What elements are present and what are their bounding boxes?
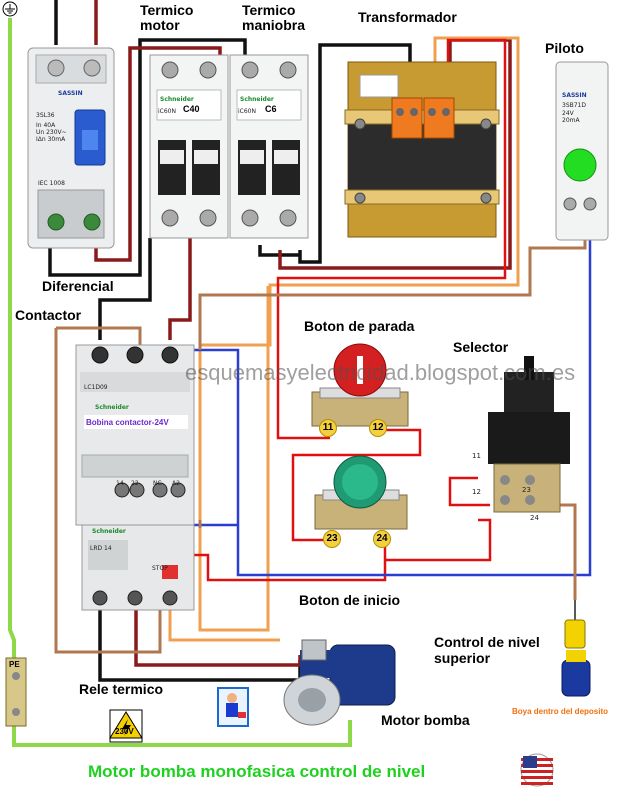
- diff-iec: IEC 1008: [38, 180, 65, 187]
- label-contactor: Contactor: [15, 307, 82, 323]
- pe-label: PE: [9, 660, 20, 669]
- contactor-brand: Schneider: [95, 404, 129, 411]
- rele-termico-device: [81, 524, 195, 611]
- c6-rating: C6: [265, 104, 277, 114]
- label-selector: Selector: [453, 339, 509, 355]
- label-boton-inicio: Boton de inicio: [299, 592, 401, 608]
- contactor-model: LC1D09: [84, 384, 108, 391]
- orange-wires: [168, 36, 520, 642]
- diff-model: 3SL36: [36, 112, 55, 119]
- selector-23: 23: [522, 486, 531, 494]
- piloto-device: [555, 61, 609, 241]
- boton-inicio-device: [314, 455, 408, 530]
- c6-brand: Schneider: [240, 96, 274, 103]
- c40-brand: Schneider: [160, 96, 194, 103]
- watermark: esquemasyelectricidad.blogspot.com.es: [185, 360, 576, 385]
- c6-model: iC60N: [238, 108, 256, 115]
- parada-terminal-12: 12: [369, 419, 387, 437]
- us-flag-icon: [520, 753, 554, 787]
- piloto-model: 3SB71D: [562, 102, 586, 109]
- piloto-spec: 24V 20mA: [562, 110, 580, 124]
- diferencial-device: [27, 47, 115, 249]
- contactor-device: [75, 344, 195, 526]
- termico-maniobra-device: [229, 54, 309, 239]
- relay-brand: Schneider: [92, 528, 126, 535]
- hazard-voltage-icon: [109, 709, 143, 743]
- transformador-device: [344, 61, 500, 238]
- contact-22: 22: [131, 480, 139, 487]
- inicio-terminal-24: 24: [373, 530, 391, 548]
- tan-wires: [54, 215, 587, 654]
- label-termico-motor: Termico motor: [140, 2, 194, 33]
- label-boton-parada: Boton de parada: [304, 318, 415, 334]
- label-control-nivel: Control de nivel superior: [434, 634, 540, 666]
- parada-terminal-11: 11: [319, 419, 337, 437]
- relay-stop: STOP: [152, 565, 168, 572]
- c40-model: iC60N: [158, 108, 176, 115]
- label-transformador: Transformador: [358, 9, 457, 25]
- ground-symbol-icon: [2, 1, 18, 17]
- voltage-sign-label: 230V: [115, 727, 134, 736]
- inicio-terminal-23: 23: [323, 530, 341, 548]
- label-diferencial: Diferencial: [42, 278, 114, 294]
- contact-a2: A2: [172, 480, 180, 487]
- label-piloto: Piloto: [545, 40, 584, 56]
- selector-device: [488, 356, 570, 513]
- page-title: Motor bomba monofasica control de nivel: [88, 762, 426, 781]
- selector-11: 11: [472, 452, 481, 460]
- worker-icon: [217, 687, 249, 727]
- c40-rating: C40: [183, 104, 200, 114]
- relay-model: LRD 14: [90, 545, 112, 552]
- label-motor-bomba: Motor bomba: [381, 712, 470, 728]
- diff-brand: SASSIN: [58, 90, 83, 97]
- piloto-brand: SASSIN: [562, 92, 587, 99]
- termico-motor-device: [149, 54, 229, 239]
- diff-spec: In 40A Un 230V~ IΔn 30mA: [36, 122, 67, 143]
- label-bobina: Bobina contactor-24V: [86, 418, 169, 427]
- contact-14: 14: [116, 480, 124, 487]
- pe-borne-device: [5, 657, 27, 727]
- boya-float-device: [561, 600, 591, 697]
- contact-nc: NC: [153, 480, 162, 487]
- label-boya: Boya dentro del deposito: [512, 707, 609, 716]
- label-termico-maniobra: Termico maniobra: [242, 2, 306, 33]
- motor-bomba-device: [283, 639, 396, 726]
- label-rele-termico: Rele termico: [79, 681, 164, 697]
- selector-12: 12: [472, 488, 481, 496]
- selector-24: 24: [530, 514, 539, 522]
- boton-parada-device: [311, 343, 409, 427]
